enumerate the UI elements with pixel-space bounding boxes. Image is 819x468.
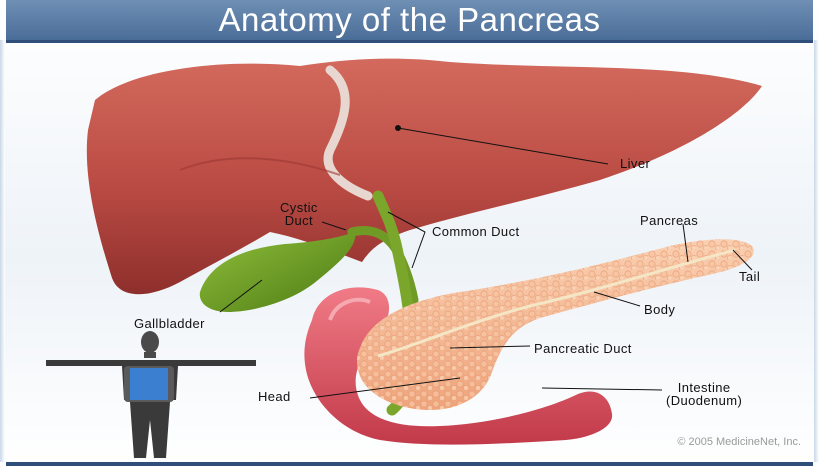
head-label: Head bbox=[258, 390, 291, 404]
pancreas-label: Pancreas bbox=[640, 214, 698, 228]
gallbladder-label: Gallbladder bbox=[134, 317, 205, 331]
pancreatic-duct-label: Pancreatic Duct bbox=[534, 342, 632, 356]
copyright-notice: © 2005 MedicineNet, Inc. bbox=[677, 436, 801, 448]
human-figure bbox=[46, 331, 256, 458]
intestine-label: Intestine (Duodenum) bbox=[666, 381, 742, 407]
intestine-leader bbox=[542, 388, 662, 390]
cystic-duct-label: Cystic Duct bbox=[280, 201, 318, 227]
figure-highlight bbox=[130, 368, 168, 400]
liver-label: Liver bbox=[620, 157, 650, 171]
intestine-label-line2: (Duodenum) bbox=[666, 394, 742, 407]
body-label: Body bbox=[644, 303, 675, 317]
tail-label: Tail bbox=[739, 270, 760, 284]
cystic-duct-label-line2: Duct bbox=[280, 214, 318, 227]
common-duct-label: Common Duct bbox=[432, 225, 519, 239]
